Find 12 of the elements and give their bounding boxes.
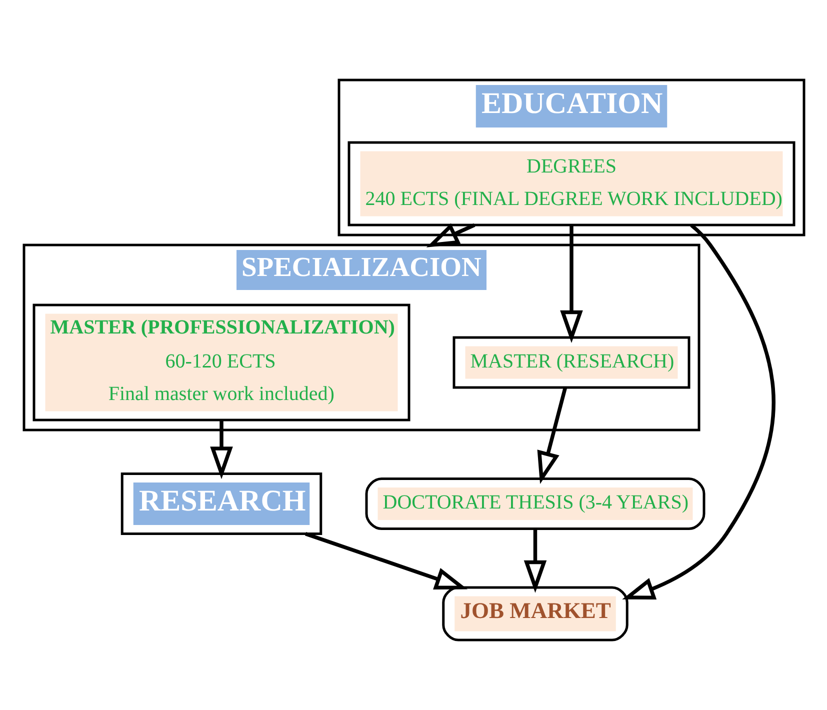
node-box: DEGREES 240 ECTS (FINAL DEGREE WORK INCLUDED) [347, 141, 795, 226]
node-box: RESEARCH [120, 472, 322, 535]
arrow [304, 532, 468, 590]
arrow [536, 387, 567, 484]
node-box: MASTER (PROFESSIONALIZATION) 60-120 ECTS Final master work included) [32, 304, 410, 422]
arrow [426, 223, 475, 248]
node-box: DOCTORATE THESIS (3-4 YEARS) [364, 478, 705, 530]
node-box: MASTER (RESEARCH) [452, 336, 690, 389]
arrow [560, 225, 582, 343]
arrow [210, 420, 232, 480]
node-box: JOB MARKET [442, 586, 628, 642]
arrow [523, 528, 546, 593]
